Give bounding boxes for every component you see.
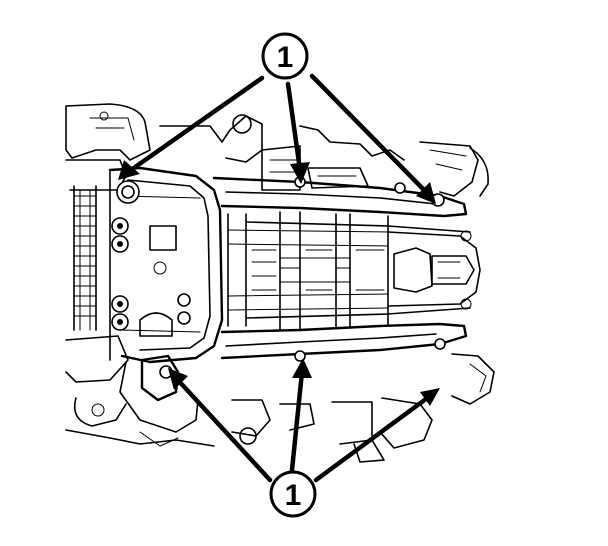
cradle-crossmembers	[227, 211, 481, 331]
cradle-side-rails	[212, 176, 468, 362]
callout-leaders-top	[118, 73, 436, 204]
callout-label-top: 1	[277, 41, 294, 74]
cradle-front-member	[108, 166, 224, 433]
callout-leaders-bottom	[168, 358, 440, 483]
callout-label-bottom: 1	[285, 479, 302, 512]
callout-1-top: 1	[261, 32, 309, 80]
callout-1-bottom: 1	[269, 470, 317, 518]
